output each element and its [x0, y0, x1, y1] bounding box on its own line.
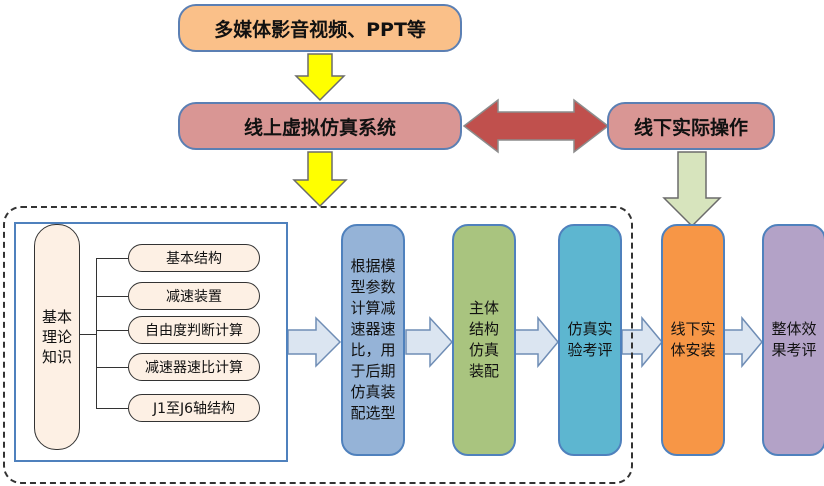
knowledge-label-box: 基本理论知识 — [34, 224, 80, 450]
flow-step-label: 主体结构仿真装配 — [468, 299, 499, 380]
knowledge-item: 自由度判断计算 — [128, 316, 260, 344]
flow-step-offline-install: 线下实体安装 — [661, 224, 725, 456]
knowledge-item-label: 减速装置 — [166, 289, 222, 305]
offline-operation-box: 线下实际操作 — [607, 102, 775, 150]
online-system-box: 线上虚拟仿真系统 — [178, 102, 462, 150]
knowledge-item: J1至J6轴结构 — [128, 394, 260, 422]
online-system-label: 线上虚拟仿真系统 — [243, 116, 396, 139]
knowledge-item-label: 自由度判断计算 — [145, 323, 243, 339]
flow-step-label: 线下实体安装 — [670, 320, 716, 359]
offline-operation-label: 线下实际操作 — [633, 116, 748, 139]
knowledge-item-label: 基本结构 — [166, 251, 222, 267]
flow-arrow-3 — [513, 315, 559, 369]
media-label: 多媒体影音视频、PPT等 — [214, 18, 426, 41]
flow-step-assembly: 主体结构仿真装配 — [452, 224, 516, 456]
knowledge-item: 减速装置 — [128, 282, 260, 310]
tree-trunk-line — [96, 258, 97, 408]
online-process-frame — [3, 206, 633, 484]
flow-step-label: 整体效果考评 — [771, 320, 817, 359]
flow-step-overall-eval: 整体效果考评 — [762, 224, 824, 456]
tree-branch-2 — [96, 296, 128, 297]
flow-step-label: 仿真实验考评 — [567, 320, 613, 359]
flow-step-label: 根据模型参数计算减速器速比，用于后期仿真装配选型 — [350, 257, 396, 422]
tree-branch-3 — [96, 330, 128, 331]
tree-branch-5 — [96, 408, 128, 409]
tree-root-line — [80, 334, 96, 335]
yellow-down-arrow-2 — [292, 151, 348, 208]
yellow-down-arrow-1 — [294, 53, 346, 102]
knowledge-item-label: J1至J6轴结构 — [152, 401, 236, 417]
media-box: 多媒体影音视频、PPT等 — [178, 4, 462, 52]
flow-arrow-5 — [723, 315, 763, 369]
knowledge-item: 基本结构 — [128, 244, 260, 272]
flow-arrow-1 — [287, 316, 342, 368]
green-down-arrow — [662, 151, 722, 228]
tree-branch-4 — [96, 367, 128, 368]
flow-step-sim-eval: 仿真实验考评 — [558, 224, 622, 456]
knowledge-item: 减速器速比计算 — [128, 353, 260, 381]
knowledge-item-label: 减速器速比计算 — [145, 360, 243, 376]
tree-branch-1 — [96, 258, 128, 259]
knowledge-label: 基本理论知识 — [41, 308, 72, 366]
flow-arrow-2 — [405, 316, 454, 368]
bidirectional-arrow — [462, 98, 610, 154]
flow-step-calc: 根据模型参数计算减速器速比，用于后期仿真装配选型 — [341, 224, 405, 456]
